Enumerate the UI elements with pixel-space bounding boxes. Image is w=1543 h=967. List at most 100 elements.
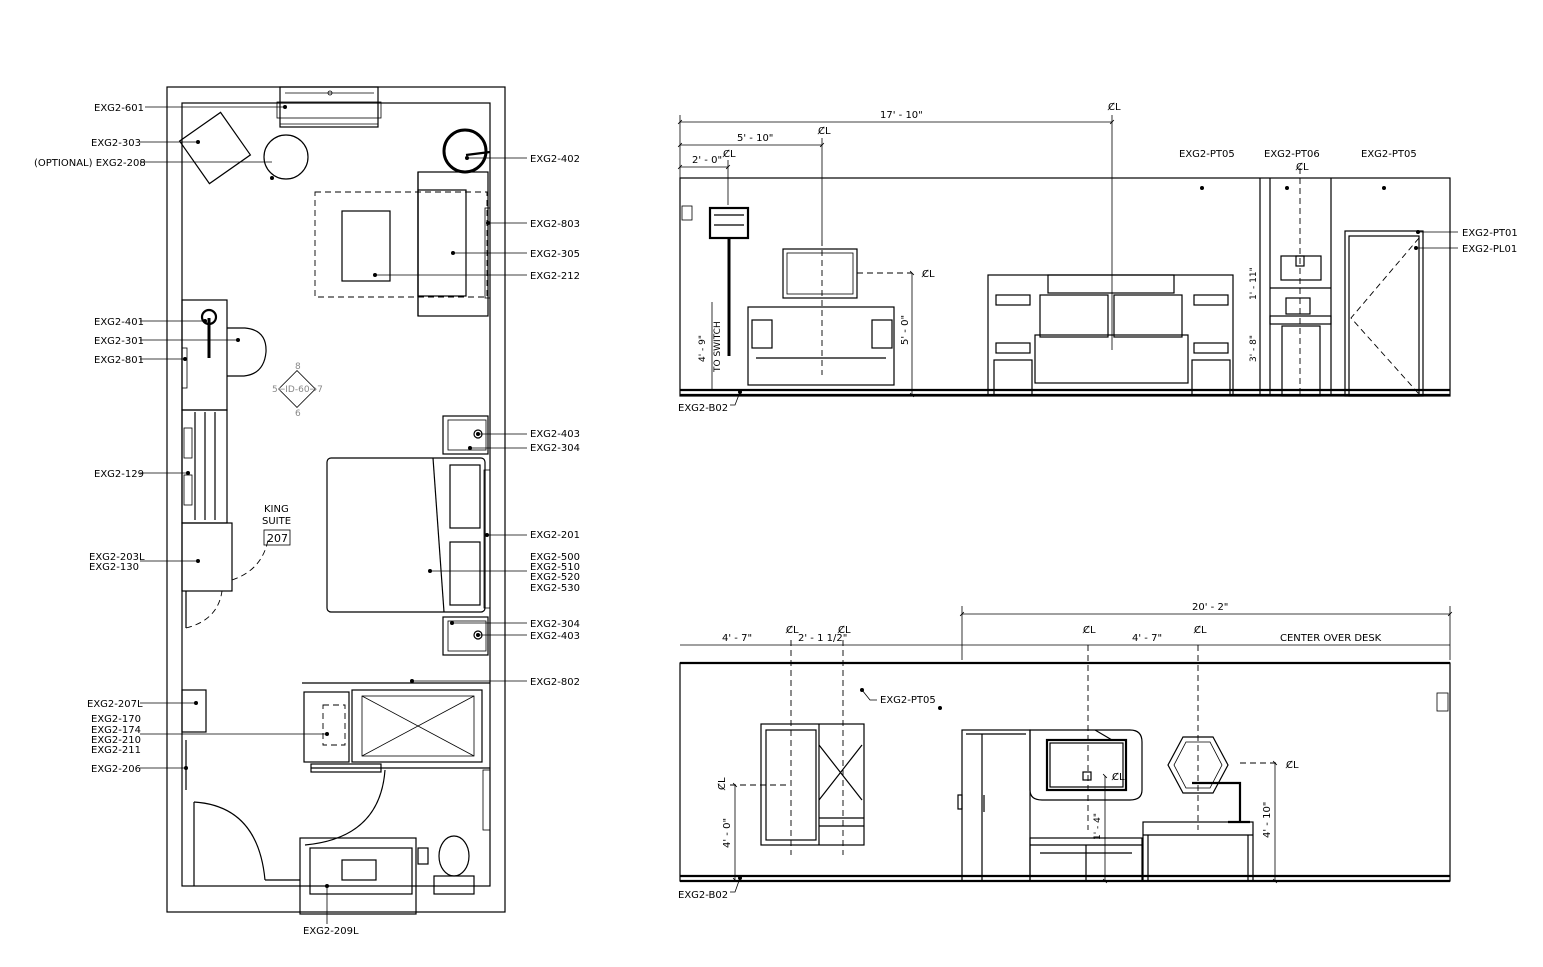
to-switch: TO SWITCH xyxy=(713,321,723,373)
tag-209L: EXG2-209L xyxy=(303,926,359,937)
nightstand-bottom xyxy=(442,616,489,656)
king-bed xyxy=(326,457,486,613)
tag-pt05a: EXG2-PT05 xyxy=(1179,149,1235,160)
side-table xyxy=(263,134,309,180)
plan-outer-wall xyxy=(166,86,506,913)
dim-switch: 4' - 9" xyxy=(698,335,708,362)
tag-401: EXG2-401 xyxy=(94,317,144,328)
tag-305: EXG2-305 xyxy=(530,249,580,260)
tag-801: EXG2-801 xyxy=(94,355,144,366)
elev2-tv xyxy=(1045,738,1128,792)
desk xyxy=(181,299,228,411)
room-number: 207 xyxy=(267,532,288,545)
dim-overall: 17' - 10" xyxy=(880,110,923,121)
tag-802: EXG2-802 xyxy=(530,677,580,688)
microwave xyxy=(1280,255,1322,281)
toilet xyxy=(438,835,470,877)
elev2-desk-lamp xyxy=(1192,781,1242,822)
elev2-wall xyxy=(679,662,1451,882)
cl-10: C̸L xyxy=(716,777,728,791)
tag-210: EXG2-210 xyxy=(91,735,141,746)
tag-207L: EXG2-207L xyxy=(87,699,143,710)
dim-4-10: 4' - 10" xyxy=(1262,802,1273,838)
dim-3-8: 3' - 8" xyxy=(1249,335,1259,362)
room-name-1: KING xyxy=(264,504,289,515)
lounge-chair xyxy=(178,111,252,185)
room-name-2: SUITE xyxy=(262,516,291,527)
tag-530: EXG2-530 xyxy=(530,583,580,594)
tag-212: EXG2-212 xyxy=(530,271,580,282)
tag-208: (OPTIONAL) EXG2-208 xyxy=(34,158,146,169)
center-tag-bottom: 6 xyxy=(295,409,301,419)
coffee-table xyxy=(341,210,391,282)
elev1-wall xyxy=(679,177,1451,397)
cl-5: C̸L xyxy=(1295,161,1309,173)
desk-chair xyxy=(227,327,267,377)
cl-9: C̸L xyxy=(1193,624,1207,636)
tag-803: EXG2-803 xyxy=(530,219,580,230)
floor-plan: 5←ID-60→7 8 6 KING SUITE 207 xyxy=(34,86,580,937)
cl-2: C̸L xyxy=(817,125,831,137)
shower xyxy=(351,689,483,763)
elev2-art xyxy=(760,723,865,846)
elev1-tv xyxy=(782,248,858,299)
elev2-hex-mirror xyxy=(1167,736,1229,794)
tag-130: EXG2-130 xyxy=(89,562,139,573)
tag-174: EXG2-174 xyxy=(91,725,141,736)
cl-3: C̸L xyxy=(722,148,736,160)
tag-520: EXG2-520 xyxy=(530,572,580,583)
elev1-sofa xyxy=(747,306,895,386)
center-tag-text: 5←ID-60→7 xyxy=(272,385,323,395)
tag-203L: EXG2-203L xyxy=(89,552,145,563)
vanity-cabinet xyxy=(303,691,350,763)
elev2-tv-frame xyxy=(1029,729,1143,801)
dim-4-0: 4' - 0" xyxy=(722,818,733,848)
elev1-bed xyxy=(1034,334,1189,384)
tag-b02-1: EXG2-B02 xyxy=(678,403,728,414)
tag-elev2-pt05: EXG2-PT05 xyxy=(880,695,936,706)
cl-8: C̸L xyxy=(1082,624,1096,636)
center-tag-top: 8 xyxy=(295,362,301,372)
tag-206: EXG2-206 xyxy=(91,764,141,775)
tag-pt06: EXG2-PT06 xyxy=(1264,149,1320,160)
elev1-door xyxy=(1344,230,1424,397)
tag-pl01: EXG2-PL01 xyxy=(1462,244,1517,255)
tag-601: EXG2-601 xyxy=(94,103,144,114)
cl-12: C̸L xyxy=(1285,759,1299,771)
elev2-wardrobe xyxy=(961,729,1031,882)
dim-4-7a: 4' - 7" xyxy=(722,633,752,644)
fridge xyxy=(1281,325,1321,397)
dim-20-2: 20' - 2" xyxy=(1192,602,1228,613)
elev1-lamp-shade xyxy=(708,206,750,240)
tag-211: EXG2-211 xyxy=(91,745,141,756)
tag-304a: EXG2-304 xyxy=(530,443,580,454)
tag-301: EXG2-301 xyxy=(94,336,144,347)
tag-403b: EXG2-403 xyxy=(530,631,580,642)
tag-303: EXG2-303 xyxy=(91,138,141,149)
cl-11: C̸L xyxy=(1111,771,1125,783)
sofa xyxy=(417,171,489,317)
nightstand-top xyxy=(442,415,489,455)
cl-1: C̸L xyxy=(1107,101,1121,113)
dim-2-0: 2' - 0" xyxy=(692,155,722,166)
dim-1-4: 1' - 4" xyxy=(1093,813,1103,840)
tag-500: EXG2-500 xyxy=(530,552,580,563)
dim-5-10: 5' - 10" xyxy=(737,133,773,144)
area-rug xyxy=(314,191,488,298)
tag-403a: EXG2-403 xyxy=(530,429,580,440)
tag-b02-2: EXG2-B02 xyxy=(678,890,728,901)
cl-4: C̸L xyxy=(921,268,935,280)
closet xyxy=(181,522,233,592)
dim-4-7b: 4' - 7" xyxy=(1132,633,1162,644)
plan-leaders xyxy=(140,105,527,924)
tag-pt01: EXG2-PT01 xyxy=(1462,228,1518,239)
cl-7: C̸L xyxy=(837,624,851,636)
tag-129: EXG2-129 xyxy=(94,469,144,480)
dim-2-1-1-2: 2' - 1 1/2" xyxy=(798,633,847,644)
cl-6: C̸L xyxy=(785,624,799,636)
center-over-desk: CENTER OVER DESK xyxy=(1280,633,1382,644)
section-tag: 5←ID-60→7 8 6 xyxy=(272,362,323,419)
floor-lamp xyxy=(442,128,488,174)
tag-304b: EXG2-304 xyxy=(530,619,580,630)
